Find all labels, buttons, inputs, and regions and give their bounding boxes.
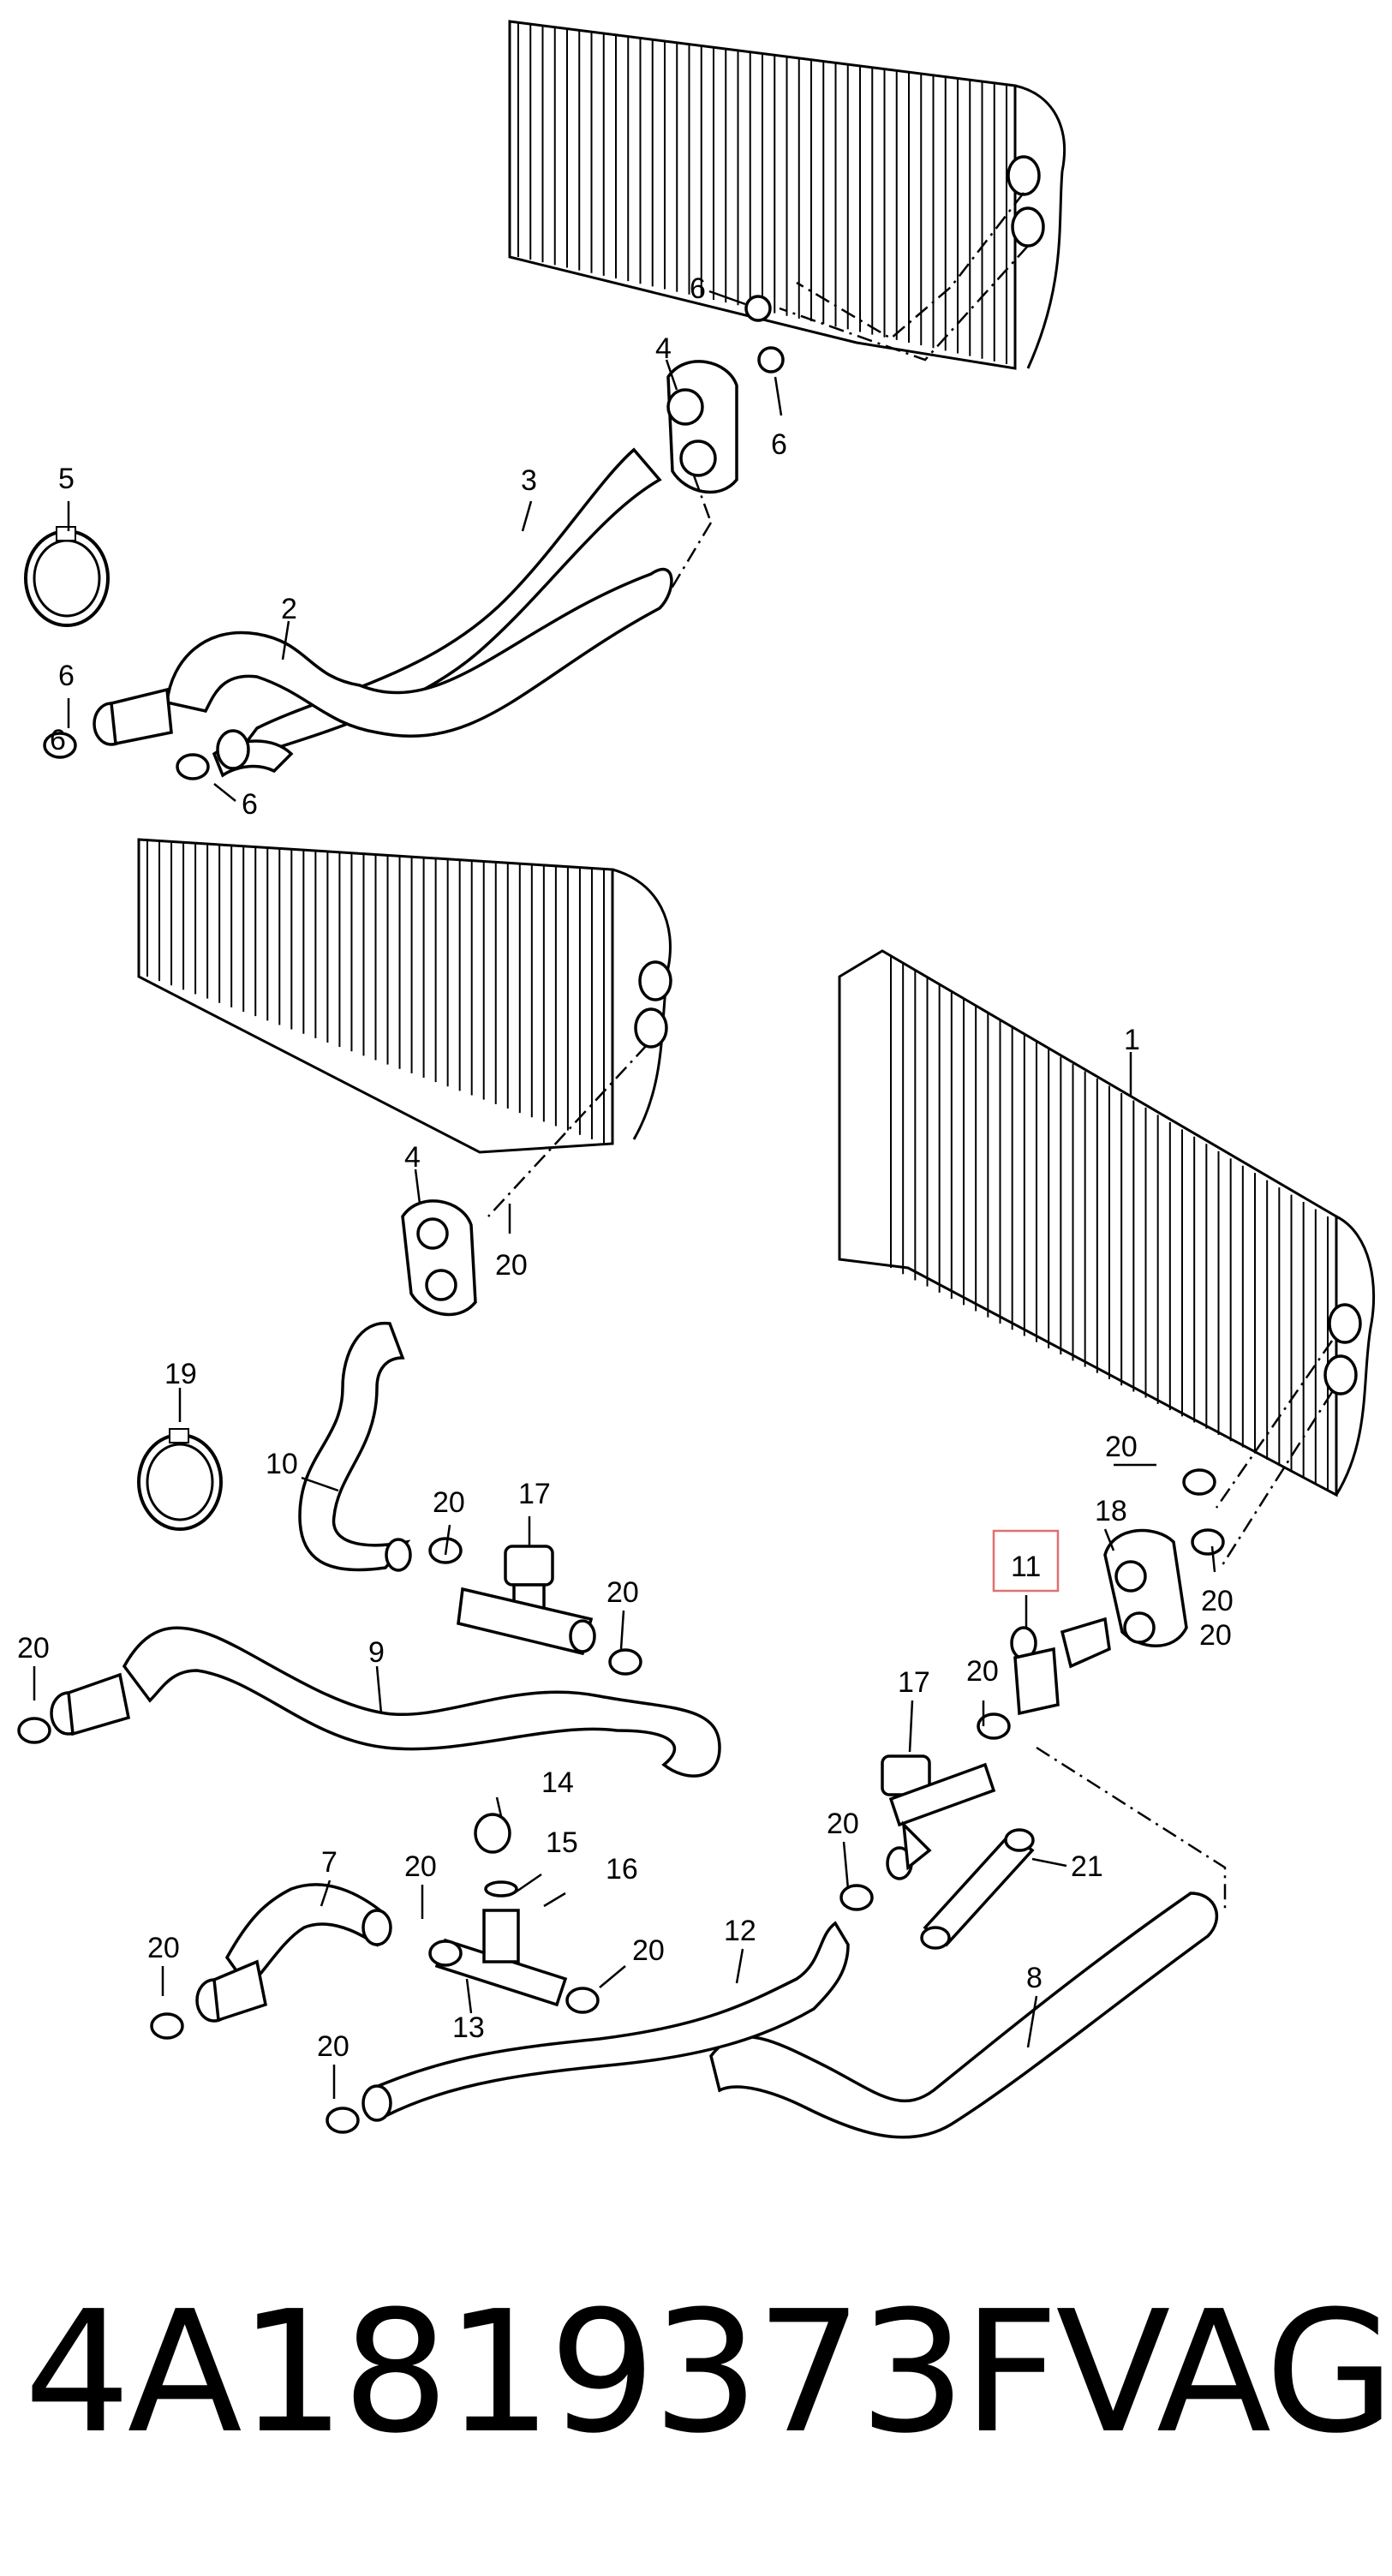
callout-20-i: 20 [404, 1850, 437, 1883]
flange-mid-left [401, 1199, 477, 1317]
callout-8: 8 [1026, 1962, 1043, 1994]
leader-lines [33, 290, 1216, 2099]
callout-19: 19 [164, 1358, 197, 1390]
callout-20-b: 20 [433, 1486, 465, 1519]
callout-13: 13 [452, 2011, 485, 2044]
connector-21 [920, 1828, 1035, 1950]
callout-20-a: 20 [495, 1249, 528, 1282]
callout-11: 11 [1011, 1551, 1041, 1583]
clamp-top-1 [744, 295, 785, 374]
callout-20-d: 20 [17, 1632, 50, 1665]
callout-10: 10 [266, 1448, 298, 1480]
parts-exploded-diagram: 6 4 6 3 5 2 6 6 1 4 20 19 10 20 17 20 20… [17, 20, 1376, 2139]
callout-6-d: 6 [242, 788, 258, 821]
heater-core-top [508, 20, 1066, 370]
callout-6-a: 6 [690, 272, 706, 305]
callout-5: 5 [58, 463, 75, 495]
clamp-5 [24, 526, 110, 627]
callout-6-b: 6 [771, 428, 787, 461]
callout-6-e: 6 [50, 724, 66, 756]
heater-core-1 [838, 949, 1376, 1497]
callout-17-a: 17 [518, 1478, 551, 1510]
callout-labels: 6 4 6 3 5 2 6 6 1 4 20 19 10 20 17 20 20… [17, 272, 1234, 2063]
callout-18: 18 [1095, 1495, 1127, 1527]
callout-20-l: 20 [317, 2030, 349, 2063]
tee-17-right [881, 1754, 996, 1880]
callout-15: 15 [546, 1826, 578, 1859]
callout-21: 21 [1071, 1850, 1103, 1883]
hose-9 [122, 1626, 721, 1778]
callout-11-highlight [992, 1529, 1060, 1593]
callout-20-c: 20 [606, 1576, 639, 1609]
callout-1: 1 [1124, 1024, 1140, 1056]
callout-4-b: 4 [404, 1141, 421, 1174]
caption: 4A1819373F VAG [24, 2270, 1392, 2476]
callout-12: 12 [724, 1915, 756, 1947]
heater-core-mid-left [137, 838, 672, 1154]
callout-20-e: 20 [1105, 1431, 1138, 1463]
tee-13 [428, 1813, 600, 2014]
callout-20-k: 20 [147, 1932, 180, 1964]
callout-20-g: 20 [966, 1655, 999, 1688]
hose-2 [165, 567, 673, 738]
hose-end-left-9 [17, 1537, 642, 1744]
callout-2: 2 [281, 593, 297, 625]
callout-7: 7 [321, 1846, 338, 1879]
callout-4-a: 4 [655, 332, 672, 365]
callout-9: 9 [368, 1636, 385, 1669]
flange-18 [1103, 1528, 1188, 1647]
callout-16: 16 [606, 1853, 638, 1886]
callout-6-c: 6 [58, 660, 75, 692]
callout-14: 14 [541, 1766, 574, 1799]
tee-17-left [457, 1545, 596, 1656]
callout-17-b: 17 [898, 1666, 930, 1699]
hose-12 [366, 1921, 850, 2119]
hose-10 [298, 1321, 411, 1572]
part-number: 4A1819373F [24, 2275, 1059, 2471]
clamp-19 [137, 1428, 223, 1531]
callout-20-h: 20 [827, 1808, 859, 1840]
hose-8 [709, 1892, 1218, 2139]
hose-end-7 [150, 1959, 268, 2040]
callout-20-f: 20 [1201, 1585, 1234, 1617]
flange-top [666, 360, 738, 494]
callout-20-m: 20 [1199, 1619, 1232, 1652]
valve-11 [1010, 1617, 1111, 1716]
callout-20-j: 20 [632, 1934, 665, 1967]
brand-name: VAG [1055, 2275, 1392, 2471]
callout-3: 3 [521, 464, 537, 497]
hose-end-left-top [43, 687, 250, 780]
